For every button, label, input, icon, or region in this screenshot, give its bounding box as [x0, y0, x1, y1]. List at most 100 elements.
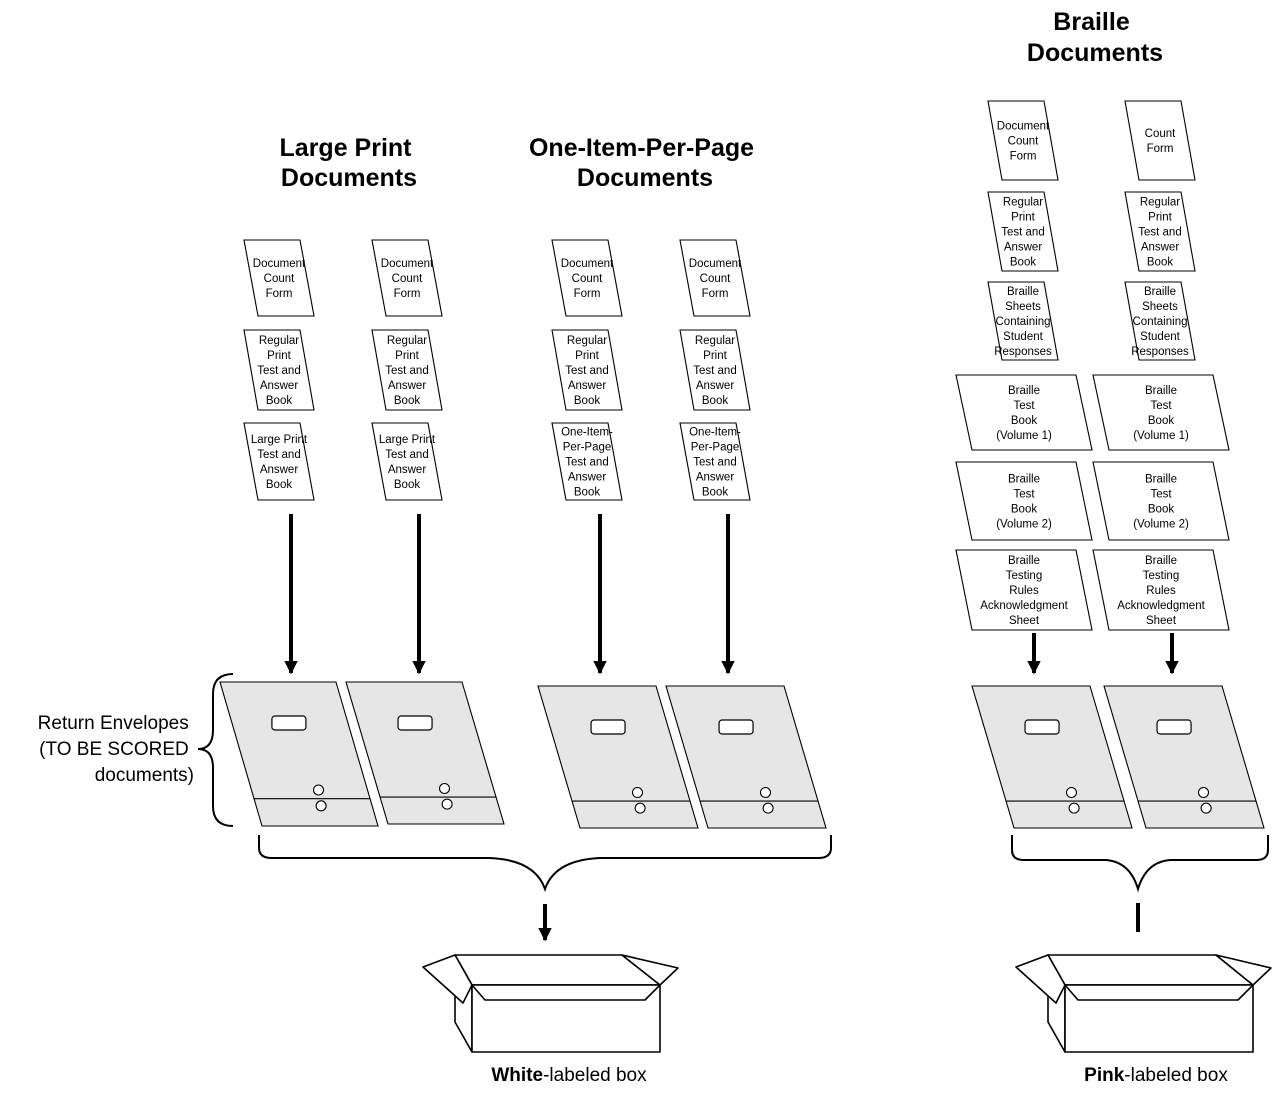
envelope-string-button	[312, 784, 325, 796]
heading-one-item-per-page: One-Item-Per-Page Documents	[529, 134, 761, 192]
sheet-outline	[955, 374, 1093, 451]
sheet-outline	[371, 329, 443, 411]
left-brace	[197, 673, 234, 827]
envelope-string-button	[315, 800, 327, 812]
pink-labeled-box	[1015, 954, 1272, 1053]
pink-box-label: Pink-labeled box	[1084, 1065, 1228, 1086]
sheet-outline	[679, 239, 751, 317]
heading-braille: Braille Documents	[1027, 8, 1163, 67]
envelope-string-button	[1065, 786, 1078, 799]
envelope-window	[1156, 719, 1192, 735]
sheet-outline	[1092, 549, 1230, 631]
sheet-outline	[679, 329, 751, 411]
white-box-label: White-labeled box	[491, 1065, 647, 1086]
return-envelope	[971, 685, 1133, 829]
sheet-outline	[679, 422, 751, 501]
return-envelopes-label: Return Envelopes (TO BE SCORED documents…	[38, 713, 194, 786]
envelope-string-button	[1068, 802, 1080, 814]
sheet-outline	[371, 422, 443, 501]
envelope-string-button	[634, 802, 646, 814]
sheet-outline	[1092, 374, 1230, 451]
return-envelope	[345, 681, 505, 825]
return-envelope	[537, 685, 699, 829]
stack-arrows	[284, 514, 1179, 675]
sheet-outline	[1124, 281, 1196, 361]
envelope-string-button	[1197, 786, 1210, 799]
sheet-outline	[987, 281, 1059, 361]
envelope-body	[1103, 685, 1265, 829]
sheet-outline	[243, 239, 315, 317]
envelope-body	[665, 685, 827, 829]
envelope-body	[537, 685, 699, 829]
pink-box-brace	[1011, 835, 1269, 893]
envelope-string-button	[762, 802, 774, 814]
white-labeled-box	[422, 954, 679, 1053]
envelope-string-button	[1200, 802, 1212, 814]
sheet-outline	[955, 461, 1093, 541]
sheet-outline	[243, 422, 315, 501]
sheet-outline	[987, 191, 1059, 272]
envelope-string-button	[441, 798, 453, 810]
return-envelope	[1103, 685, 1265, 829]
sheet-outline	[371, 239, 443, 317]
envelope-window	[1024, 719, 1060, 735]
sheet-outline	[1092, 461, 1230, 541]
envelope-string-button	[759, 786, 772, 799]
sheet-outline	[955, 549, 1093, 631]
envelope-window	[718, 719, 754, 735]
envelope-body	[971, 685, 1133, 829]
sheet-outline	[551, 422, 623, 501]
return-envelope	[665, 685, 827, 829]
envelope-body	[219, 681, 379, 827]
envelope-window	[590, 719, 626, 735]
sheet-outline	[551, 239, 623, 317]
sheet-outline	[551, 329, 623, 411]
envelope-body	[345, 681, 505, 825]
envelope-window	[397, 715, 433, 731]
return-envelope	[219, 681, 379, 827]
return-envelopes	[219, 681, 1265, 829]
